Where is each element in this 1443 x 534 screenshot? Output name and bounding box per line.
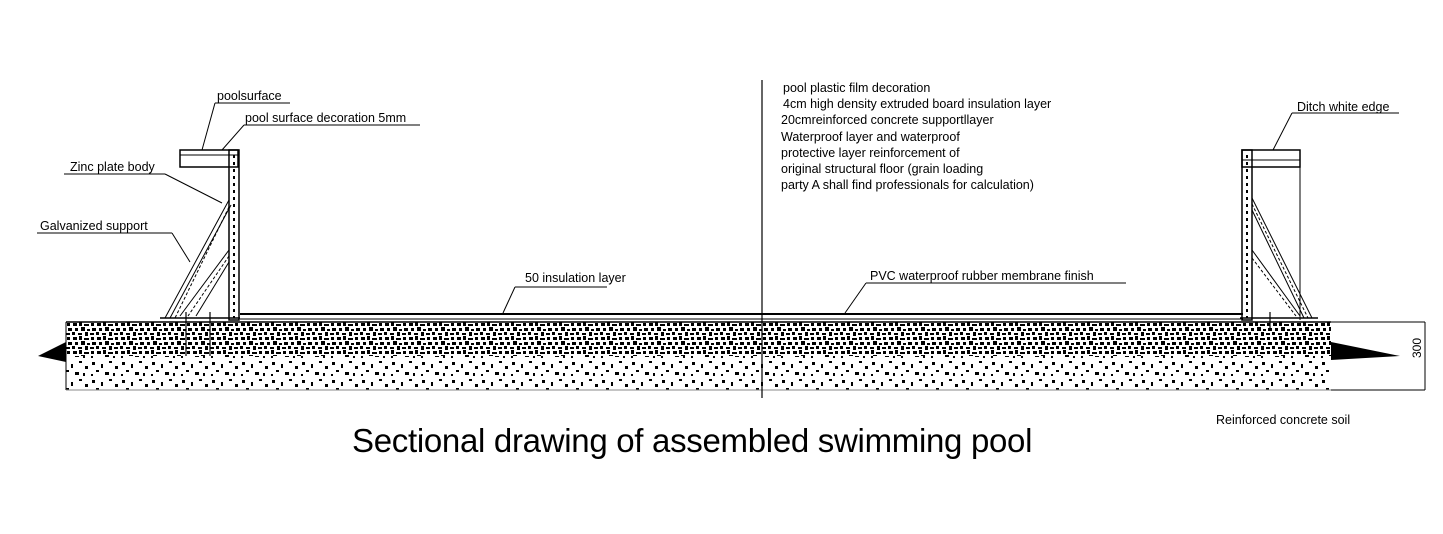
note-line: Waterproof layer and waterproof <box>781 129 960 144</box>
pool-floor <box>240 313 1243 320</box>
note-line: protective layer reinforcement of <box>781 145 960 160</box>
note-line: original structural floor (grain loading <box>781 162 984 177</box>
label-pool-surface-decoration: pool surface decoration 5mm <box>245 111 407 125</box>
layer-notes: pool plastic film decoration 4cm high de… <box>781 80 1051 193</box>
label-galvanized-support: Galvanized support <box>40 219 148 233</box>
dimension-label: 300 <box>1410 337 1424 358</box>
leader-lines <box>37 102 1399 314</box>
label-pvc-membrane: PVC waterproof rubber membrane finish <box>870 269 1094 283</box>
note-line: pool plastic film decoration <box>783 81 931 95</box>
dimension-box <box>1331 321 1426 391</box>
drawing-title: Sectional drawing of assembled swimming … <box>352 422 1033 459</box>
left-wall <box>160 149 240 356</box>
note-line: party A shall find professionals for cal… <box>781 178 1034 193</box>
concrete-slab <box>38 321 1400 391</box>
label-soil: Reinforced concrete soil <box>1216 413 1351 427</box>
label-ditch-white-edge: Ditch white edge <box>1297 100 1390 114</box>
note-line: 20cmreinforced concrete supportllayer <box>781 113 994 128</box>
label-poolsurface: poolsurface <box>217 89 282 103</box>
label-insulation-layer: 50 insulation layer <box>525 271 626 285</box>
label-zinc-plate-body: Zinc plate body <box>70 160 155 174</box>
note-line: 4cm high density extruded board insulati… <box>783 97 1052 112</box>
right-wall <box>1240 149 1318 330</box>
